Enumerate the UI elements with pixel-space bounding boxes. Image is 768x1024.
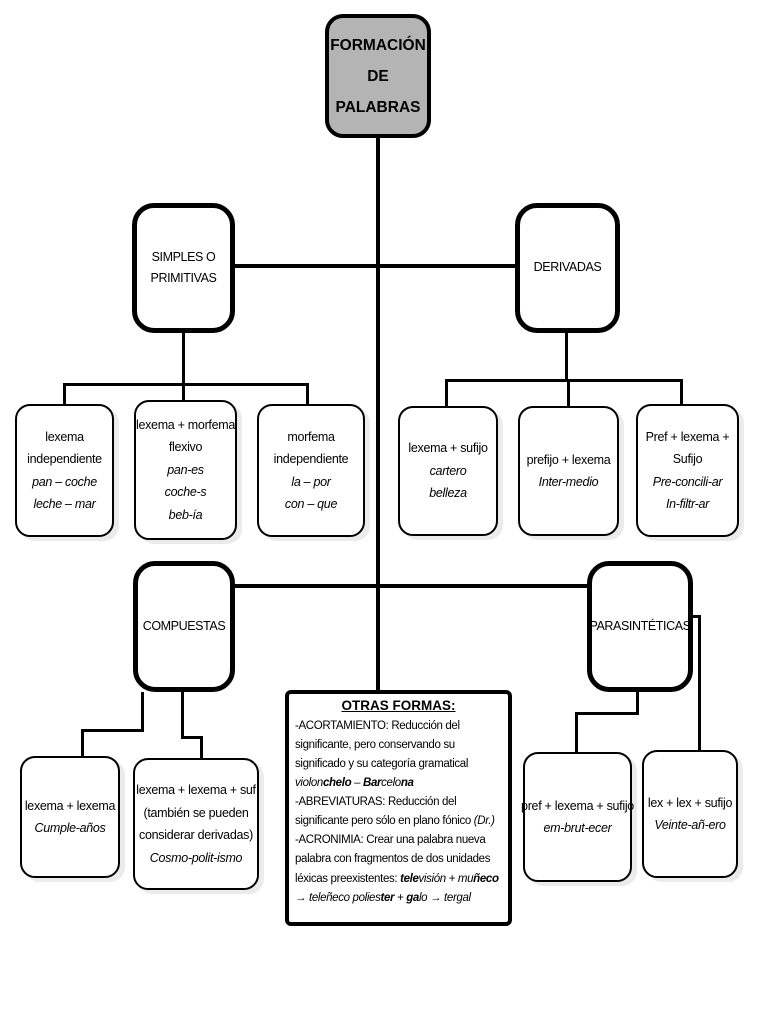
connector-compuestas-v2 — [181, 692, 184, 739]
node-derivadas: DERIVADAS — [515, 203, 620, 333]
connector-parasinteticas-drop-2 — [698, 615, 701, 752]
node-label: PARASINTÉTICAS — [589, 618, 691, 633]
connector-derivadas-bar — [445, 379, 683, 382]
connector-derivadas-drop-1 — [445, 379, 448, 408]
otras-formas-box: OTRAS FORMAS: -ACORTAMIENTO: Reducción d… — [285, 690, 512, 926]
connector-compuestas-drop-2 — [200, 736, 203, 760]
connector-simples-derivadas — [235, 264, 515, 268]
node-label: DERIVADAS — [533, 260, 602, 275]
connector-parasinteticas-drop-1 — [575, 712, 578, 754]
connector-simples-drop-3 — [306, 383, 309, 406]
connector-parasinteticas-h2 — [692, 615, 701, 618]
connector-simples-bar — [63, 383, 309, 386]
connector-simples-drop-1 — [63, 383, 66, 406]
connector-simples-stem — [182, 333, 185, 385]
otras-formas-title: OTRAS FORMAS: — [341, 698, 456, 713]
connector-compuestas-h1 — [81, 729, 144, 732]
connector-compuestas-drop-1 — [81, 729, 84, 758]
connector-derivadas-drop-2 — [567, 379, 570, 408]
connector-trunk — [376, 138, 380, 690]
node-label: SIMPLES O PRIMITIVAS — [150, 249, 217, 285]
node-parasinteticas: PARASINTÉTICAS — [587, 561, 693, 692]
node-compuestas: COMPUESTAS — [133, 561, 235, 692]
connector-parasinteticas-v1 — [636, 692, 639, 715]
node-simples-o-primitivas: SIMPLES O PRIMITIVAS — [132, 203, 235, 333]
connector-simples-drop-2 — [182, 383, 185, 402]
connector-parasinteticas-h1 — [575, 712, 639, 715]
otras-formas-body: -ACORTAMIENTO: Reducción del significant… — [295, 719, 499, 904]
connector-derivadas-stem — [565, 333, 568, 381]
connector-compuestas-h2 — [181, 736, 203, 739]
connector-compuestas-parasinteticas — [235, 584, 587, 588]
node-label: COMPUESTAS — [142, 618, 226, 633]
connector-derivadas-drop-3 — [680, 379, 683, 406]
connector-compuestas-v1 — [141, 692, 144, 732]
